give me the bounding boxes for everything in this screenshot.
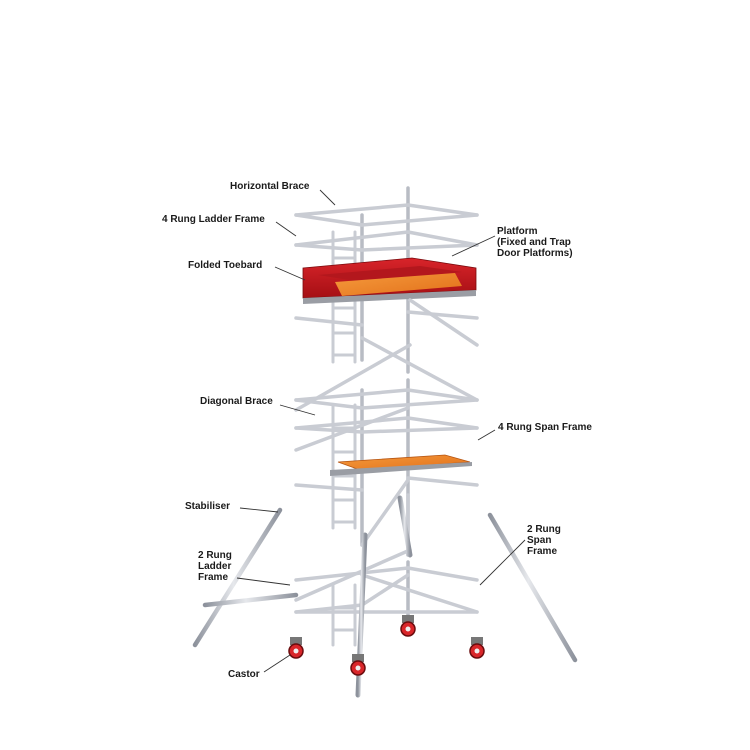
label-2-rung-span-frame-line-2: Span (527, 535, 551, 546)
label-2-rung-ladder-frame-line-1: 2 Rung (198, 550, 232, 561)
labels: Horizontal Brace 4 Rung Ladder Frame Fol… (162, 181, 592, 680)
label-horizontal-brace: Horizontal Brace (230, 181, 310, 192)
castor-front-right (469, 637, 485, 659)
label-platform-line-3: Door Platforms) (497, 248, 573, 259)
outrigger-stabilisers (192, 507, 578, 663)
label-platform-line-1: Platform (497, 226, 538, 237)
label-folded-toebard: Folded Toebard (188, 260, 262, 271)
bottom-guardrails (294, 548, 479, 614)
castor-front-left (288, 637, 304, 659)
label-4-rung-ladder-frame: 4 Rung Ladder Frame (162, 214, 265, 225)
label-diagonal-brace: Diagonal Brace (200, 396, 273, 407)
leader-lines (236, 189, 526, 673)
label-castor: Castor (228, 669, 260, 680)
label-2-rung-span-frame-line-3: Frame (527, 546, 557, 557)
middle-platform (330, 454, 472, 476)
castor-front-center (350, 654, 366, 676)
label-4-rung-span-frame: 4 Rung Span Frame (498, 422, 592, 433)
top-guardrails (294, 203, 479, 327)
label-2-rung-span-frame-line-1: 2 Rung (527, 524, 561, 535)
label-2-rung-ladder-frame-line-2: Ladder (198, 561, 231, 572)
front-stabiliser (355, 495, 413, 698)
label-2-rung-ladder-frame-line-3: Frame (198, 572, 228, 583)
castors (288, 615, 485, 676)
castor-back-right (400, 615, 416, 637)
label-platform-line-2: (Fixed and Trap (497, 237, 571, 248)
top-platform-assembly (302, 257, 477, 304)
label-stabiliser: Stabiliser (185, 501, 230, 512)
scaffold-structure (192, 186, 578, 698)
back-uprights (360, 186, 410, 617)
bottom-ladder-frame (331, 583, 357, 647)
middle-guardrails (294, 388, 479, 492)
